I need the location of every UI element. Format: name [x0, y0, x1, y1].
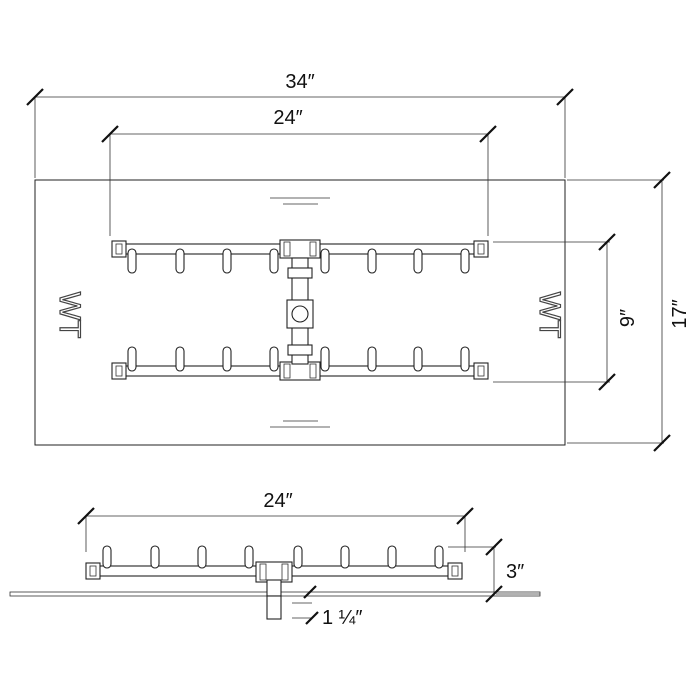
- end-cap-right-upper: [473, 240, 489, 258]
- side-burner-jet: [434, 545, 444, 569]
- inlet-label: 1 ¼″: [322, 607, 362, 629]
- inlet-fitting-top: [286, 299, 314, 329]
- end-cap-left-upper: [111, 240, 127, 258]
- tee-fitting-upper: [279, 239, 321, 259]
- burner-jet: [127, 248, 137, 274]
- side-inlet-collar: [266, 579, 282, 597]
- top-view: 34″ 24″ 9″ 17″: [26, 71, 691, 452]
- burner-width-label: 24″: [273, 107, 302, 129]
- burner-assembly-top: [111, 239, 489, 381]
- burner-jet: [269, 346, 279, 372]
- end-cap-inner-left-lower: [115, 365, 123, 377]
- tee-thread-left-upper: [283, 241, 291, 257]
- end-cap-inner-right-lower: [477, 365, 485, 377]
- tee-thread-right-lower: [309, 363, 317, 379]
- side-end-cap-left: [85, 562, 101, 580]
- side-burner-jet: [197, 545, 207, 569]
- burner-jet: [222, 346, 232, 372]
- side-burner-jet: [387, 545, 397, 569]
- burner-jet: [367, 346, 377, 372]
- top-slot-mark: [270, 197, 330, 205]
- side-burner-width-label: 24″: [263, 490, 292, 512]
- side-tee-thread-left: [259, 563, 267, 581]
- burner-jet: [175, 248, 185, 274]
- burner-depth-label: 9″: [617, 309, 639, 327]
- end-cap-inner-left-upper: [115, 243, 123, 255]
- side-end-cap-inner-right: [451, 565, 459, 577]
- overall-width-dimension: 34″: [26, 71, 574, 178]
- tee-fitting-lower: [279, 361, 321, 381]
- burner-width-dimension: 24″: [101, 107, 497, 236]
- burner-jet: [127, 346, 137, 372]
- height-dimension: 3″: [448, 538, 540, 603]
- side-burner-jet: [244, 545, 254, 569]
- connector-coupling-lower: [287, 344, 313, 356]
- side-burner-jet: [150, 545, 160, 569]
- overall-width-label: 34″: [285, 71, 314, 93]
- inlet-opening: [291, 305, 309, 323]
- tee-thread-right-upper: [309, 241, 317, 257]
- burner-jet: [413, 248, 423, 274]
- side-inlet-pipe: [266, 595, 282, 620]
- burner-jet: [222, 248, 232, 274]
- side-view: 24″ 3″ 1 ¼″: [9, 490, 541, 629]
- side-burner-jet: [340, 545, 350, 569]
- logo-right: WT: [533, 292, 566, 339]
- pan-outline: [34, 179, 566, 446]
- end-cap-right-lower: [473, 362, 489, 380]
- burner-depth-dimension: 9″: [493, 233, 639, 391]
- burner-jet: [413, 346, 423, 372]
- height-label: 3″: [506, 561, 524, 583]
- burner-jet: [460, 346, 470, 372]
- connector-coupling-upper: [287, 267, 313, 279]
- end-cap-inner-right-upper: [477, 243, 485, 255]
- logo-left: WT: [53, 292, 86, 339]
- burner-jet: [175, 346, 185, 372]
- side-tee-fitting: [255, 561, 293, 583]
- overall-depth-label: 17″: [669, 299, 691, 328]
- burner-jet: [269, 248, 279, 274]
- side-burner-width-dimension: 24″: [77, 490, 474, 552]
- burner-jet: [367, 248, 377, 274]
- side-burner-jet: [293, 545, 303, 569]
- bottom-slot-mark: [270, 420, 330, 428]
- overall-depth-dimension: 17″: [567, 171, 691, 452]
- tee-thread-left-lower: [283, 363, 291, 379]
- burner-assembly-side: [85, 545, 463, 620]
- side-end-cap-inner-left: [89, 565, 97, 577]
- inlet-callout: 1 ¼″: [292, 585, 362, 629]
- burner-jet: [320, 346, 330, 372]
- burner-jet: [320, 248, 330, 274]
- burner-jet: [460, 248, 470, 274]
- end-cap-left-lower: [111, 362, 127, 380]
- side-tee-thread-right: [281, 563, 289, 581]
- side-burner-jet: [102, 545, 112, 569]
- side-end-cap-right: [447, 562, 463, 580]
